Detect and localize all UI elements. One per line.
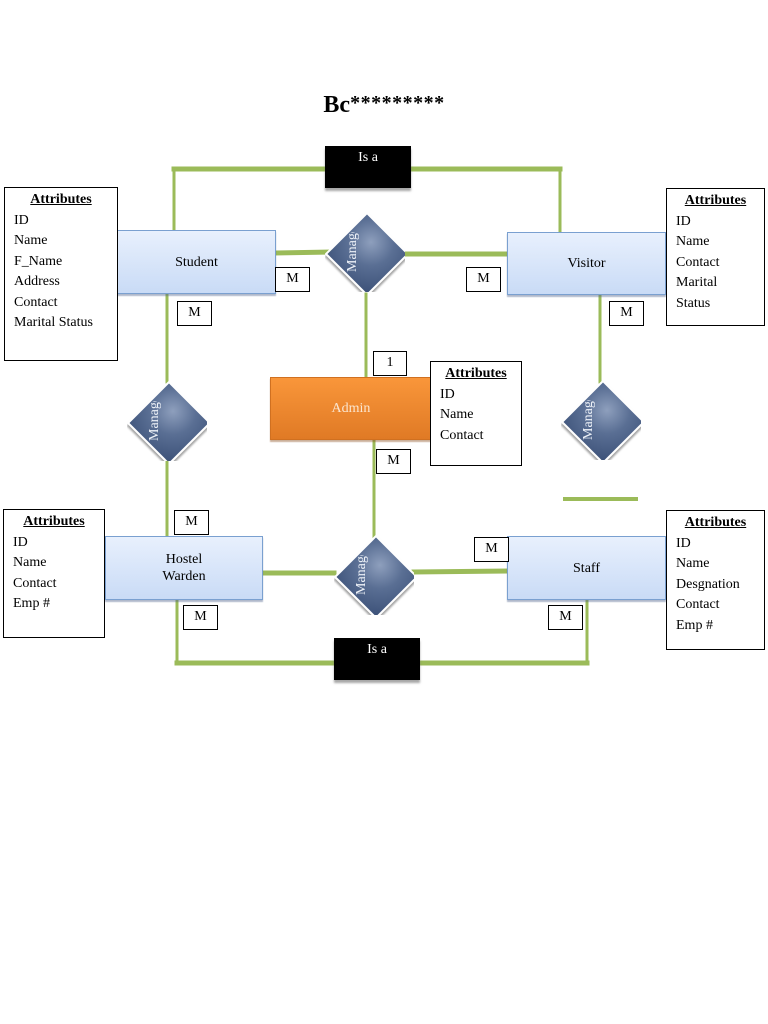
connector-student-rel-top xyxy=(273,249,333,256)
entity-student[interactable]: Student xyxy=(117,230,276,294)
cardinality-admin-bottom: M xyxy=(376,449,411,474)
cardinality-staff-left: M xyxy=(474,537,509,562)
attribute-item: ID xyxy=(676,535,691,551)
cardinality-warden-top: M xyxy=(174,510,209,535)
attribute-item: Emp # xyxy=(676,617,713,633)
attribute-item: Contact xyxy=(676,597,720,612)
relationship-top-label: Manages xyxy=(345,232,360,272)
cardinality-staff-bottom: M xyxy=(548,605,583,630)
attributes-header: Attributes xyxy=(30,192,92,207)
relationship-top[interactable]: Manages xyxy=(325,212,405,292)
cardinality-student-bottom: M xyxy=(177,301,212,326)
attribute-item: Contact xyxy=(440,427,484,443)
attribute-item: Name xyxy=(440,407,474,422)
entity-admin[interactable]: Admin xyxy=(270,377,432,440)
entity-staff[interactable]: Staff xyxy=(507,536,666,600)
entity-visitor[interactable]: Visitor xyxy=(507,232,666,295)
connector-rel-bottom-staff xyxy=(411,568,511,575)
relationship-bottom[interactable]: Manages xyxy=(334,535,414,615)
relationship-left[interactable]: Manages xyxy=(127,381,207,461)
relationship-right[interactable]: Manages xyxy=(561,380,641,460)
attribute-item: Contact xyxy=(13,575,57,591)
diagram-title: Bc********* xyxy=(0,92,768,119)
attribute-item: Marital Status xyxy=(14,315,93,330)
attributes-header: Attributes xyxy=(684,193,747,208)
title-prefix: Bc xyxy=(323,92,351,118)
cardinality-warden-bottom: M xyxy=(183,605,218,630)
relationship-left-label: Manages xyxy=(147,401,162,441)
entity-staff-label: Staff xyxy=(573,560,600,576)
attribute-item: Marital xyxy=(676,275,718,290)
entity-hostel-warden[interactable]: Hostel Warden xyxy=(105,536,263,600)
entity-student-label: Student xyxy=(175,254,218,270)
relationship-right-label: Manages xyxy=(581,400,596,440)
relationship-bottom-label: Manages xyxy=(354,555,369,595)
cardinality-admin-top: 1 xyxy=(373,351,407,376)
isa-box-bottom[interactable]: Is a xyxy=(334,638,420,680)
attributes-header: Attributes xyxy=(23,514,85,529)
entity-hostel-warden-label: Hostel Warden xyxy=(162,552,206,584)
title-stars: ********* xyxy=(350,92,445,114)
attribute-item: ID xyxy=(14,212,29,228)
attribute-item: Contact xyxy=(676,254,720,270)
attribute-item: Emp # xyxy=(13,596,50,611)
attributes-admin: Attributes ID Name Contact xyxy=(430,361,522,466)
cardinality-visitor-left: M xyxy=(466,267,501,292)
attributes-staff: Attributes ID Name Desgnation Contact Em… xyxy=(666,510,765,650)
isa-box-top[interactable]: Is a xyxy=(325,146,411,188)
attributes-header: Attributes xyxy=(684,515,747,530)
attribute-item: ID xyxy=(13,534,28,550)
attribute-item: Name xyxy=(676,556,710,571)
entity-admin-label: Admin xyxy=(331,401,371,416)
cardinality-visitor-bottom: M xyxy=(609,301,644,326)
attributes-student: Attributes ID Name F_Name Address Contac… xyxy=(4,187,118,361)
cardinality-student-right: M xyxy=(275,267,310,292)
attribute-item: Contact xyxy=(14,294,58,310)
attribute-item: ID xyxy=(440,386,455,402)
attribute-item: Name xyxy=(14,233,48,248)
attributes-warden: Attributes ID Name Contact Emp # xyxy=(3,509,105,638)
attribute-item: Name xyxy=(13,555,47,570)
attributes-header: Attributes xyxy=(445,366,507,381)
attribute-item: Status xyxy=(676,295,711,311)
attribute-item: Desgnation xyxy=(676,576,740,592)
attribute-item: F_Name xyxy=(14,253,63,269)
entity-visitor-label: Visitor xyxy=(567,256,606,271)
attributes-visitor: Attributes ID Name Contact Marital Statu… xyxy=(666,188,765,326)
attribute-item: ID xyxy=(676,213,691,229)
attribute-item: Name xyxy=(676,234,710,249)
attribute-item: Address xyxy=(14,274,60,289)
